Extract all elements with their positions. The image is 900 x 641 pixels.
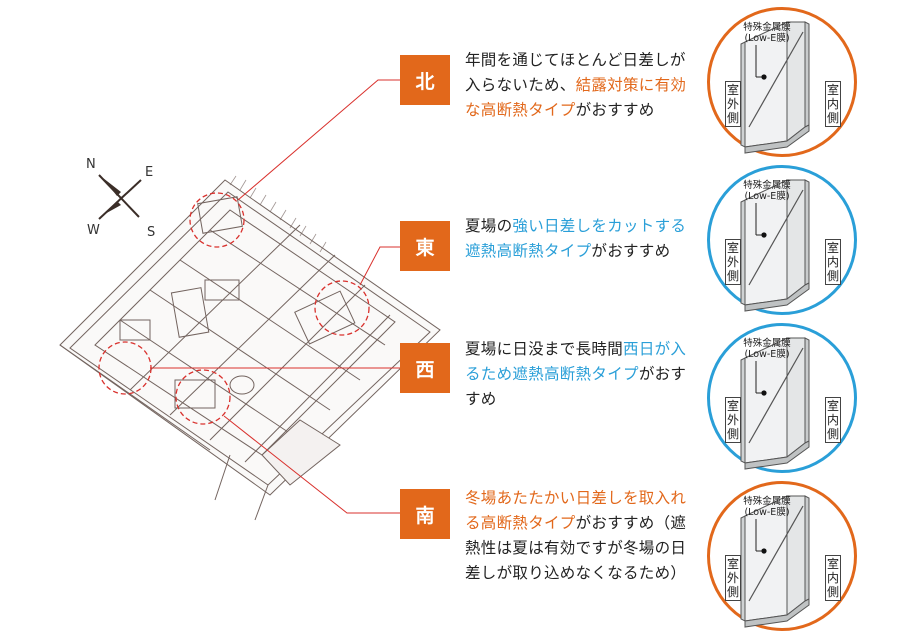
highlight-text: 冬場あたたかい日差しを取入れる高断熱タイプ [465, 489, 687, 532]
highlight-text: 結露対策に有効な高断熱タイプ [465, 76, 687, 119]
south-description: 冬場あたたかい日差しを取入れる高断熱タイプがおすすめ（遮熱性は夏は有効ですが冬場… [465, 486, 691, 586]
indoor-side-label: 室内側 [825, 555, 841, 601]
svg-text:W: W [87, 223, 100, 238]
east-label: 東 [400, 221, 450, 271]
low-e-film-label: 特殊金属膜 (Low-E膜) [743, 180, 791, 202]
west-label: 西 [400, 343, 450, 393]
south-glass-diagram: 特殊金属膜 (Low-E膜) 室外側 室内側 [707, 481, 857, 631]
south-label: 南 [400, 489, 450, 539]
highlight-text: 強い日差しをカットする遮熱高断熱タイプ [465, 217, 687, 260]
indoor-side-label: 室内側 [825, 81, 841, 127]
outdoor-side-label: 室外側 [725, 81, 741, 127]
double-glazing-icon [740, 495, 810, 628]
double-glazing-icon [740, 21, 810, 154]
description-text: がおすすめ（遮熱性は夏は有効ですが冬場の日差しが取り込めなくなるため） [465, 514, 687, 582]
outdoor-side-label: 室外側 [725, 555, 741, 601]
north-description: 年間を通じてほとんど日差しが入らないため、結露対策に有効な高断熱タイプがおすすめ [465, 48, 691, 123]
low-e-film-label: 特殊金属膜 (Low-E膜) [743, 496, 791, 518]
svg-text:N: N [86, 157, 96, 172]
outdoor-side-label: 室外側 [725, 239, 741, 285]
outdoor-side-label: 室外側 [725, 397, 741, 443]
north-glass-diagram: 特殊金属膜 (Low-E膜) 室外側 室内側 [707, 7, 857, 157]
indoor-side-label: 室内側 [825, 397, 841, 443]
compass-icon: N E S W [86, 157, 155, 240]
indoor-side-label: 室内側 [825, 239, 841, 285]
description-text: がおすすめ [591, 242, 671, 260]
description-text: 年間を通じてほとんど日差しが入らないため、 [465, 51, 686, 94]
description-text: がおすすめ [465, 365, 687, 408]
double-glazing-icon [740, 179, 810, 312]
low-e-film-label: 特殊金属膜 (Low-E膜) [743, 22, 791, 44]
north-label: 北 [400, 55, 450, 105]
description-text: 夏場の [465, 217, 513, 235]
description-text: 夏場に日没まで長時間 [465, 340, 624, 358]
svg-text:S: S [147, 225, 155, 240]
highlight-text: 西日が入るため遮熱高断熱タイプ [465, 340, 687, 383]
west-description: 夏場に日没まで長時間西日が入るため遮熱高断熱タイプがおすすめ [465, 337, 691, 412]
west-glass-diagram: 特殊金属膜 (Low-E膜) 室外側 室内側 [707, 323, 857, 473]
east-description: 夏場の強い日差しをカットする遮熱高断熱タイプがおすすめ [465, 214, 691, 264]
low-e-film-label: 特殊金属膜 (Low-E膜) [743, 338, 791, 360]
description-text: がおすすめ [575, 101, 655, 119]
svg-text:E: E [145, 165, 153, 180]
east-glass-diagram: 特殊金属膜 (Low-E膜) 室外側 室内側 [707, 165, 857, 315]
double-glazing-icon [740, 337, 810, 470]
